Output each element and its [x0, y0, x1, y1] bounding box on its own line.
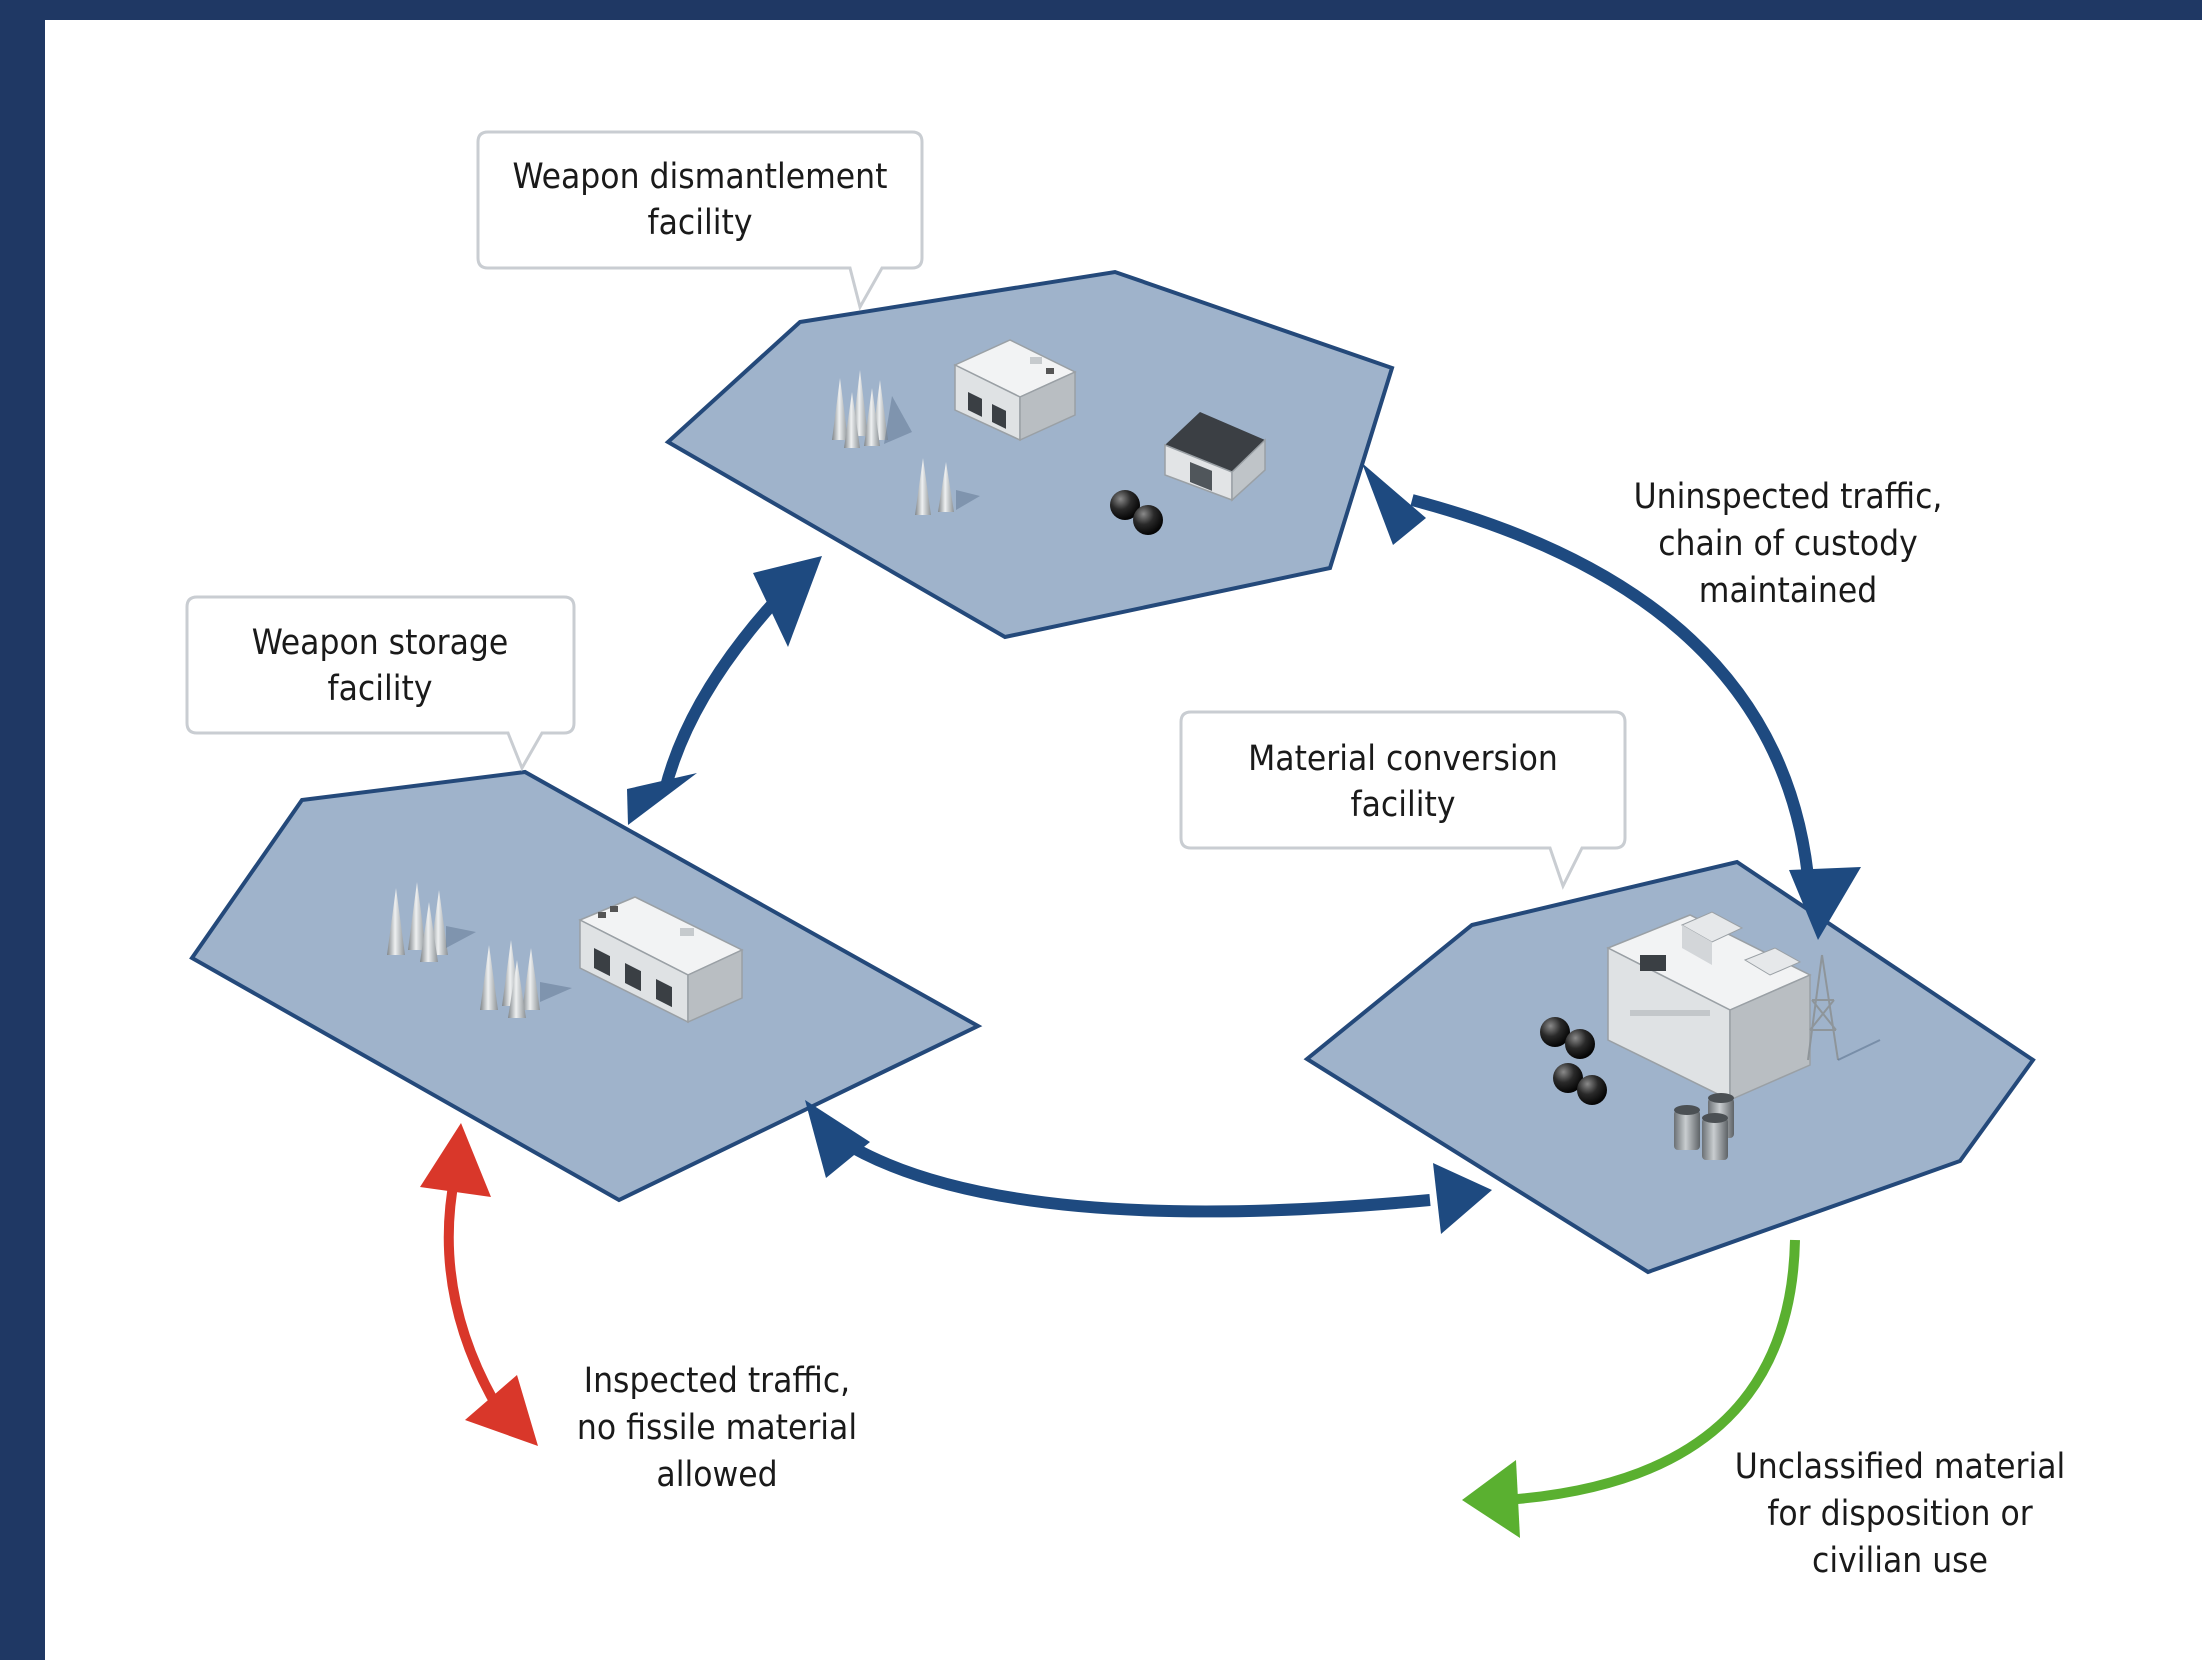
building-icon [1606, 911, 1812, 1102]
note-unclassified: Unclassified material for disposition or… [1735, 1447, 2066, 1581]
note-unclassified-line3: civilian use [1812, 1541, 1988, 1581]
building-icon [953, 339, 1077, 442]
callout-conversion-line1: Material conversion [1248, 739, 1558, 779]
note-uninspected-line2: chain of custody [1658, 524, 1918, 564]
custody-arrow-dismantle-storage [627, 556, 822, 825]
callout-conversion: Material conversion facility [1179, 710, 1627, 890]
dismantlement-zone [664, 269, 1395, 640]
note-uninspected-line3: maintained [1699, 571, 1877, 611]
callout-dismantlement: Weapon dismantlement facility [476, 130, 924, 311]
warhead-icon [832, 370, 912, 448]
barrel-icon [1674, 1093, 1734, 1160]
callout-dismantlement-line2: facility [648, 203, 753, 243]
pit-spheres-icon [1540, 1017, 1607, 1105]
callout-storage-line1: Weapon storage [252, 623, 509, 663]
custody-arrow-dismantle-conversion [1362, 463, 1861, 940]
custody-arrow-storage-conversion [805, 1100, 1492, 1234]
garage-icon [1164, 412, 1266, 502]
callout-dismantlement-line1: Weapon dismantlement [513, 157, 888, 197]
note-uninspected: Uninspected traffic, chain of custody ma… [1634, 477, 1943, 611]
callout-storage-line2: facility [328, 669, 433, 709]
callout-conversion-line2: facility [1351, 785, 1456, 825]
custody-diagram: Weapon dismantlement facility Weapon sto… [185, 130, 2066, 1581]
storage-zone [189, 769, 983, 1203]
note-inspected-line1: Inspected traffic, [584, 1361, 850, 1401]
warhead-icon [915, 458, 980, 515]
note-inspected: Inspected traffic, no fissile material a… [577, 1361, 857, 1495]
note-inspected-line3: allowed [656, 1455, 777, 1495]
callout-storage: Weapon storage facility [185, 595, 576, 772]
note-uninspected-line1: Uninspected traffic, [1634, 477, 1943, 517]
note-unclassified-line1: Unclassified material [1735, 1447, 2066, 1487]
inspected-arrow [420, 1123, 538, 1446]
building-icon [578, 896, 744, 1024]
released-arrow [1462, 1239, 1800, 1538]
warhead-icon [480, 940, 572, 1018]
warhead-icon [387, 882, 476, 962]
note-unclassified-line2: for disposition or [1767, 1494, 2032, 1534]
pit-spheres-icon [1110, 490, 1163, 535]
note-inspected-line2: no fissile material [577, 1408, 857, 1448]
tower-icon [1807, 954, 1881, 1061]
diagram-panel: Weapon dismantlement facility Weapon sto… [45, 20, 2202, 1660]
